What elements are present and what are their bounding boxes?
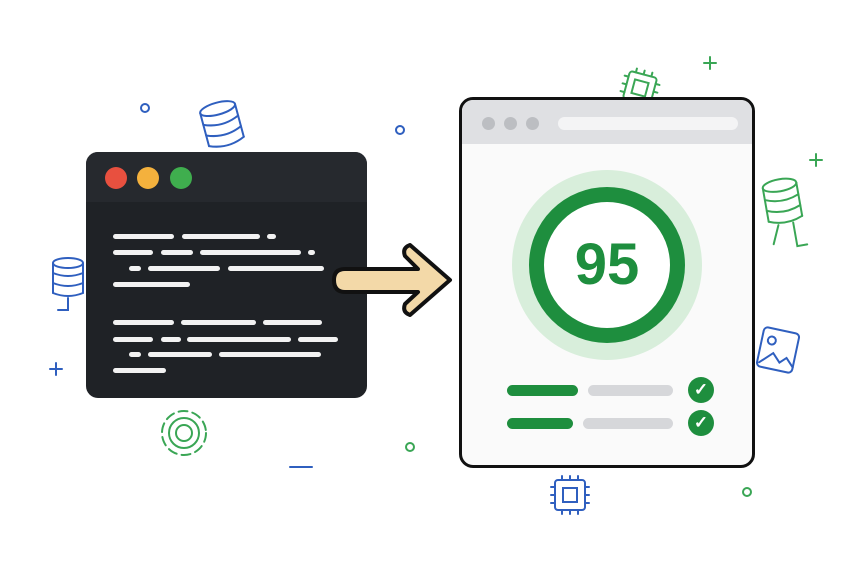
code-line <box>148 352 212 357</box>
code-line <box>113 250 153 255</box>
circle-icon <box>395 125 405 135</box>
code-line <box>113 368 166 373</box>
plus-icon <box>809 153 823 167</box>
address-bar <box>558 117 738 130</box>
score-value: 95 <box>574 232 640 297</box>
result-bar-green <box>507 418 573 429</box>
circle-icon <box>742 487 752 497</box>
result-bar-green <box>507 385 578 396</box>
database-icon <box>199 100 245 148</box>
code-line <box>148 266 220 271</box>
close-dot <box>105 167 127 189</box>
code-line <box>161 337 181 342</box>
result-bar-grey <box>588 385 673 396</box>
maximize-dot <box>170 167 192 189</box>
code-line <box>308 250 315 255</box>
code-line <box>263 320 322 325</box>
code-line <box>113 282 190 287</box>
code-line <box>129 352 141 357</box>
code-line <box>113 337 153 342</box>
circle-icon <box>405 442 415 452</box>
code-line <box>200 250 301 255</box>
gear-icon <box>161 410 207 456</box>
code-line <box>113 320 174 325</box>
browser-dot <box>482 117 495 130</box>
code-line <box>267 234 276 239</box>
image-icon <box>755 326 801 374</box>
chip-icon <box>550 475 590 515</box>
code-line <box>228 266 324 271</box>
code-line <box>182 234 260 239</box>
code-line <box>129 266 141 271</box>
code-line <box>113 234 174 239</box>
check-icon: ✓ <box>688 410 714 436</box>
plus-icon <box>703 56 717 70</box>
browser-dot <box>526 117 539 130</box>
code-line <box>298 337 338 342</box>
code-line <box>187 337 291 342</box>
database-icon <box>761 177 809 248</box>
code-line <box>161 250 193 255</box>
circle-icon <box>140 103 150 113</box>
browser-dot <box>504 117 517 130</box>
minimize-dot <box>137 167 159 189</box>
check-icon: ✓ <box>688 377 714 403</box>
plus-icon <box>49 362 63 376</box>
code-line <box>181 320 256 325</box>
code-line <box>219 352 321 357</box>
window-titlebar <box>86 152 367 202</box>
code-editor-window <box>86 152 367 398</box>
database-icon <box>52 257 84 311</box>
result-bar-grey <box>583 418 673 429</box>
